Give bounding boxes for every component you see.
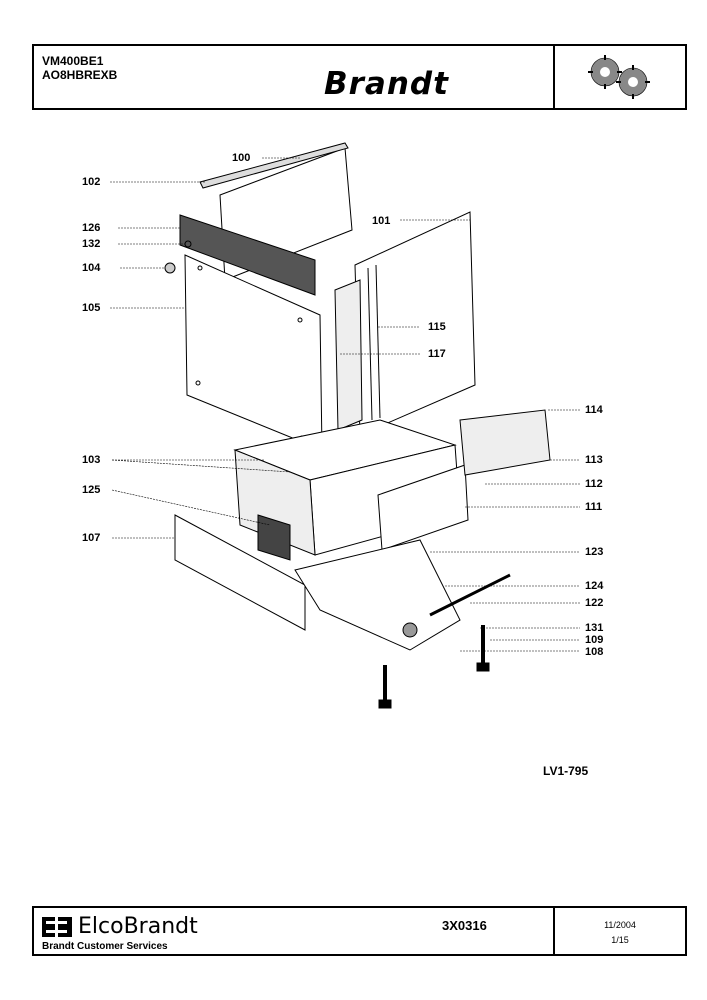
reference-code: LV1-795 — [543, 764, 589, 778]
callout-101: 101 — [372, 215, 391, 227]
callout-103: 103 — [82, 454, 101, 466]
callout-131: 131 — [585, 622, 604, 634]
callout-114: 114 — [585, 404, 603, 416]
footer-box: ElcoBrandt Brandt Customer Services 3X03… — [32, 906, 687, 956]
callout-117: 117 — [428, 348, 446, 360]
model-codes: VM400BE1 AO8HBREXB — [42, 54, 117, 82]
callout-109: 109 — [585, 634, 604, 646]
callout-126: 126 — [82, 222, 101, 234]
customer-services-label: Brandt Customer Services — [42, 941, 168, 952]
callout-123: 123 — [585, 546, 604, 558]
exploded-diagram: 100 102 101 126 132 104 105 115 117 114 … — [0, 120, 707, 740]
logo-cell — [553, 46, 685, 108]
model-code-2: AO8HBREXB — [42, 68, 118, 82]
callout-132: 132 — [82, 238, 101, 250]
callout-113: 113 — [585, 454, 603, 466]
callout-104: 104 — [82, 262, 101, 274]
brand-title: Brandt — [324, 66, 449, 102]
callout-107: 107 — [82, 532, 101, 544]
date-page-box: 11/2004 1/15 — [553, 908, 685, 954]
company-logo: ElcoBrandt — [42, 914, 198, 939]
callout-105: 105 — [82, 302, 101, 314]
callout-115: 115 — [428, 321, 446, 333]
company-name: ElcoBrandt — [78, 914, 198, 939]
header-box: VM400BE1 AO8HBREXB Brandt — [32, 44, 687, 110]
callout-122: 122 — [585, 597, 604, 609]
document-number: 3X0316 — [442, 918, 487, 933]
callout-125: 125 — [82, 484, 101, 496]
gear-logo-icon — [588, 55, 650, 99]
callout-102: 102 — [82, 176, 101, 188]
page-number: 1/15 — [611, 935, 629, 945]
model-code-1: VM400BE1 — [42, 54, 104, 68]
diagram-drawing — [110, 142, 580, 709]
callout-100: 100 — [232, 152, 251, 164]
elcobrandt-mark-icon — [42, 916, 72, 937]
callout-124: 124 — [585, 580, 604, 592]
document-date: 11/2004 — [604, 920, 636, 930]
callout-108: 108 — [585, 646, 604, 658]
callout-111: 111 — [585, 501, 603, 513]
callout-112: 112 — [585, 478, 603, 490]
